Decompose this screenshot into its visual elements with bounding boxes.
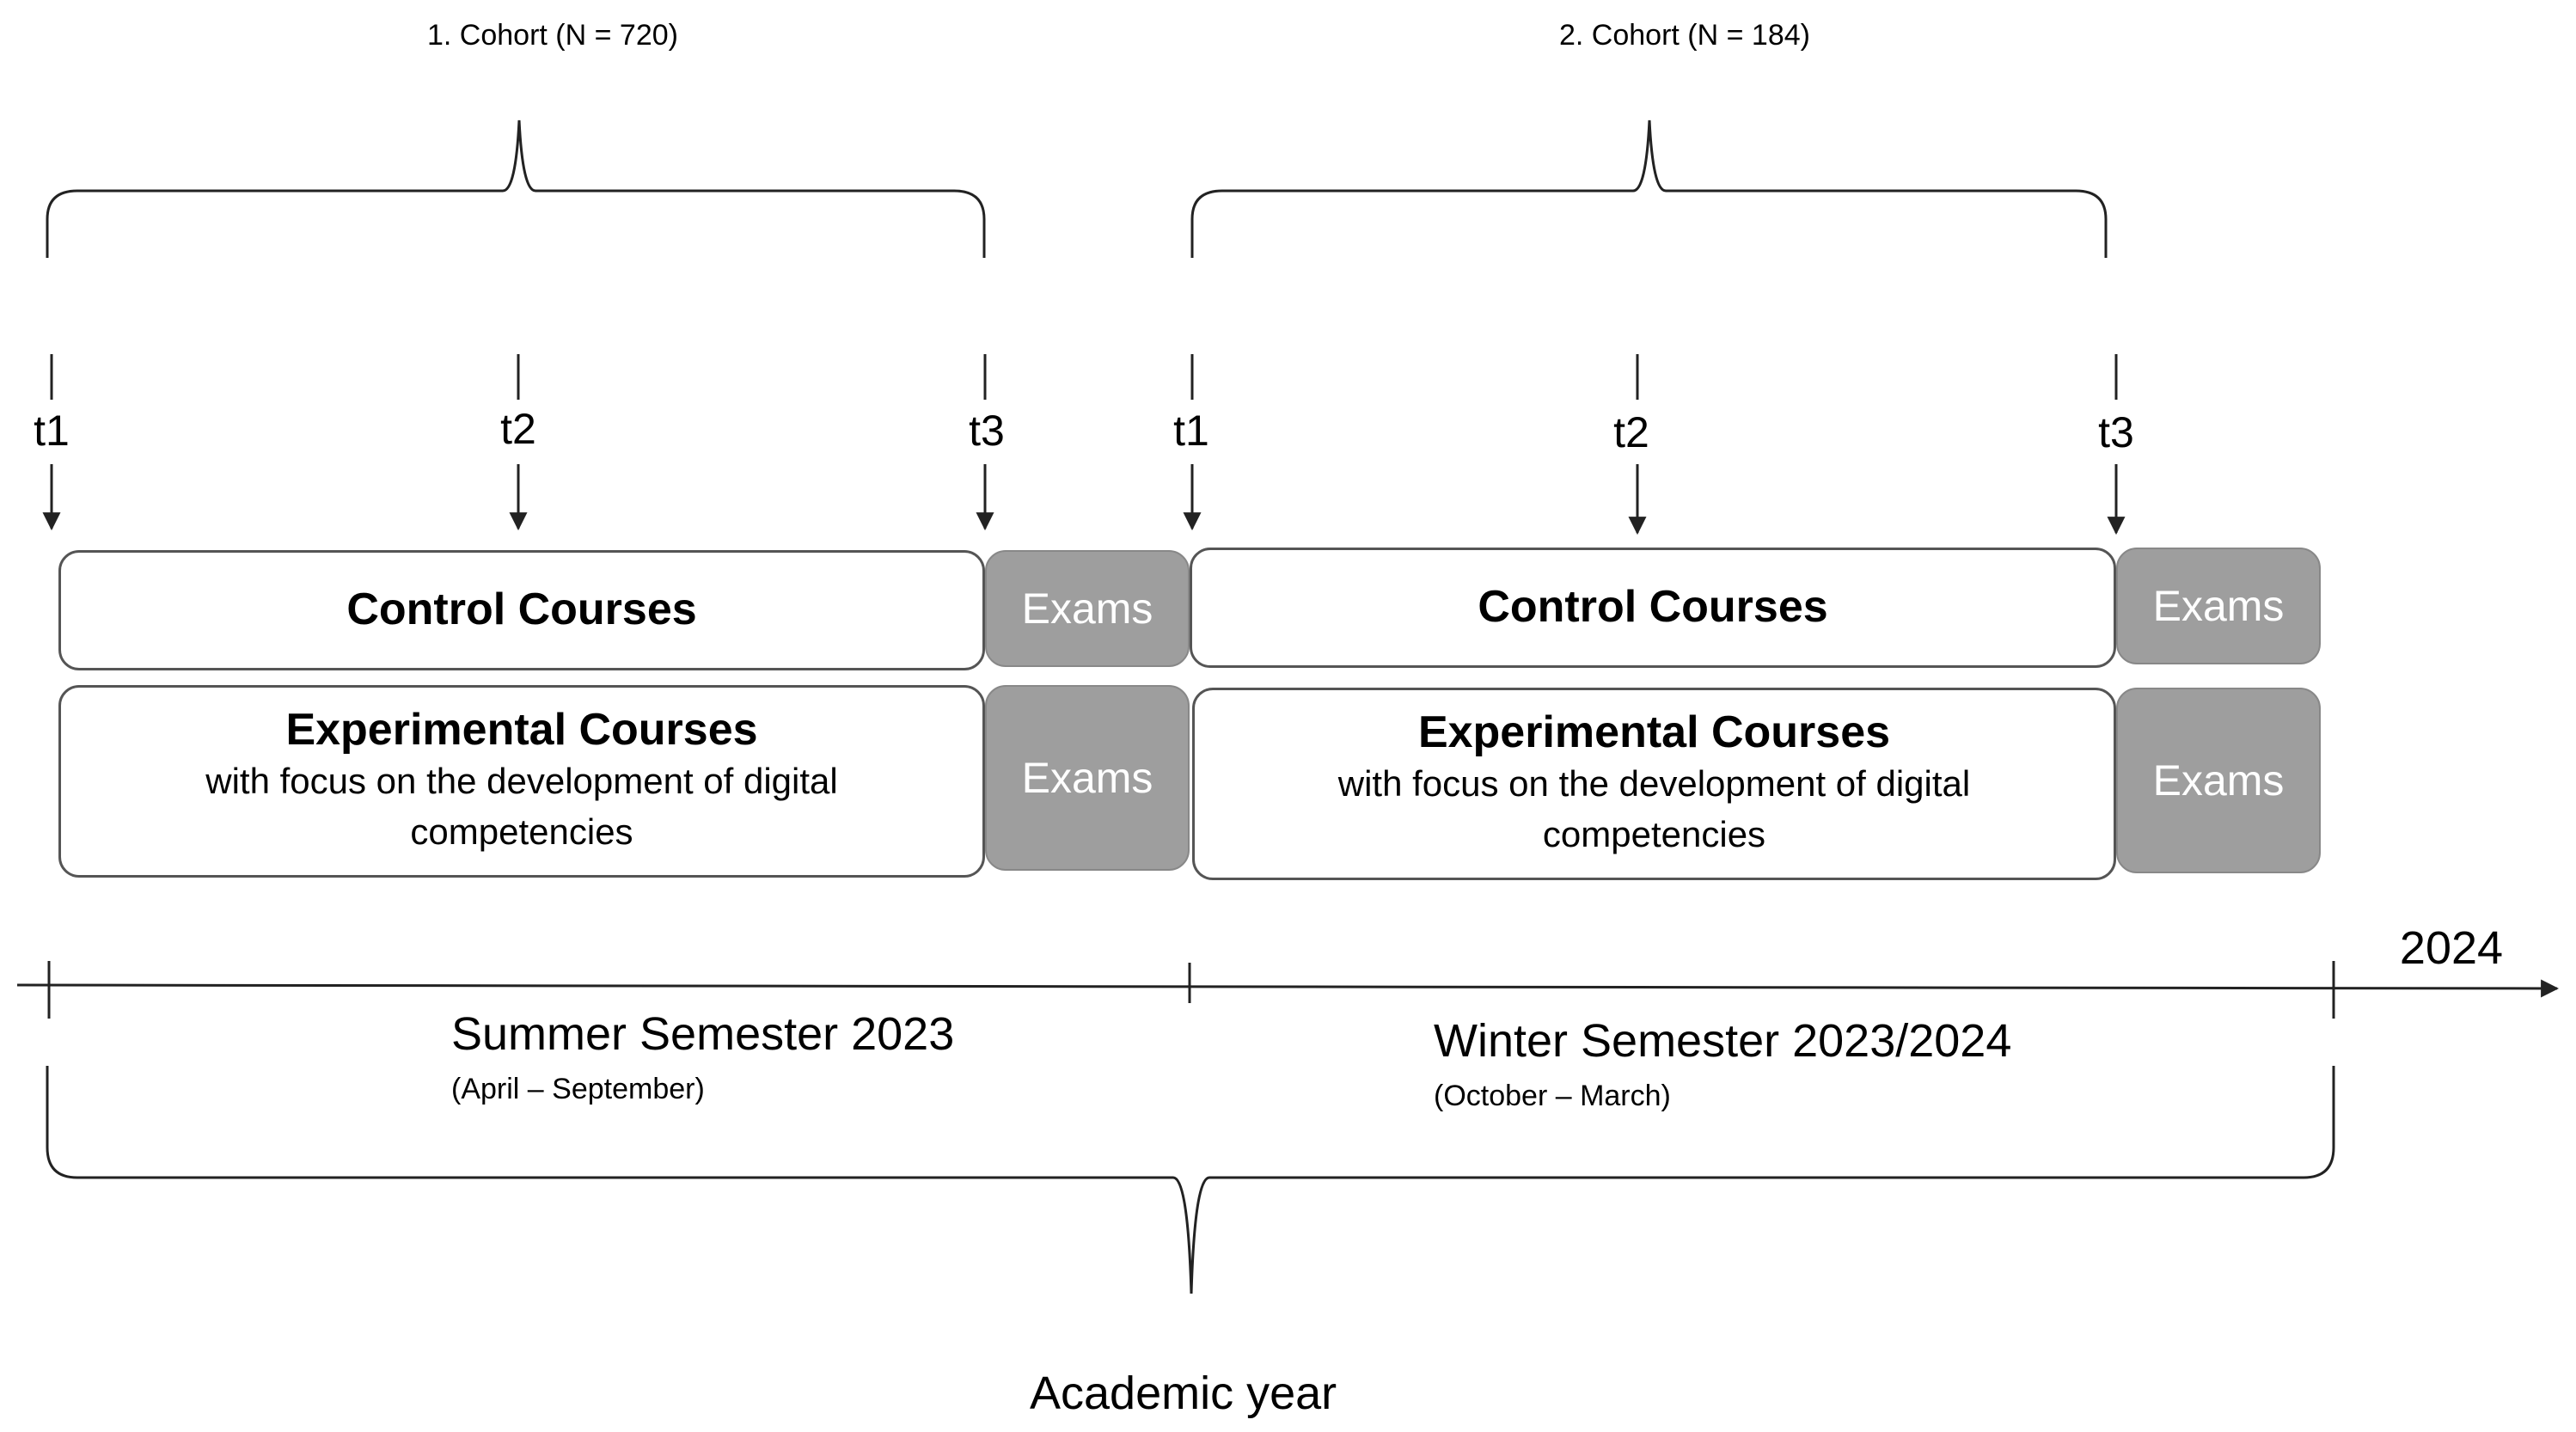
winter-semester-range: (October – March) <box>1434 1080 1671 1112</box>
academic-year-label: Academic year <box>1030 1368 1337 1419</box>
control-courses-title: Control Courses <box>1478 582 1828 633</box>
t3-label: t3 <box>969 407 1005 455</box>
time-axis <box>16 979 2560 998</box>
control-courses-box: Control Courses <box>58 550 985 670</box>
experimental-courses-title: Experimental Courses <box>1417 707 1891 758</box>
cohort-2-brace <box>1190 119 2108 258</box>
control-courses-box: Control Courses <box>1190 548 2116 668</box>
control-courses-title: Control Courses <box>346 584 697 635</box>
t1-label: t1 <box>1173 407 1209 455</box>
experimental-courses-description: with focus on the development of digital <box>205 761 838 802</box>
experimental-courses-description: competencies <box>1542 813 1766 854</box>
exams-box: Exams <box>985 550 1190 667</box>
t2-label: t2 <box>500 405 536 453</box>
cohort-1-brace <box>46 119 986 258</box>
experimental-courses-box: Experimental Courses with focus on the d… <box>58 685 985 878</box>
exams-box: Exams <box>2116 548 2321 664</box>
experimental-courses-box: Experimental Courses with focus on the d… <box>1192 688 2116 880</box>
exams-box: Exams <box>985 685 1190 871</box>
t3-label: t3 <box>2098 408 2134 456</box>
t2-label: t2 <box>1613 408 1649 456</box>
winter-semester-label: Winter Semester 2023/2024 <box>1434 1015 2012 1067</box>
summer-semester-range: (April – September) <box>451 1073 705 1105</box>
exams-box: Exams <box>2116 688 2321 873</box>
experimental-courses-title: Experimental Courses <box>285 705 758 756</box>
experimental-courses-description: with focus on the development of digital <box>1337 763 1971 805</box>
cohort-2-label: 2. Cohort (N = 184) <box>1559 19 1810 52</box>
experimental-courses-description: competencies <box>410 811 633 852</box>
summer-semester-label: Summer Semester 2023 <box>451 1008 955 1060</box>
cohort-1-label: 1. Cohort (N = 720) <box>427 19 678 52</box>
t1-label: t1 <box>34 407 70 455</box>
axis-end-label: 2024 <box>2399 922 2504 974</box>
academic-year-brace <box>46 1066 2335 1294</box>
